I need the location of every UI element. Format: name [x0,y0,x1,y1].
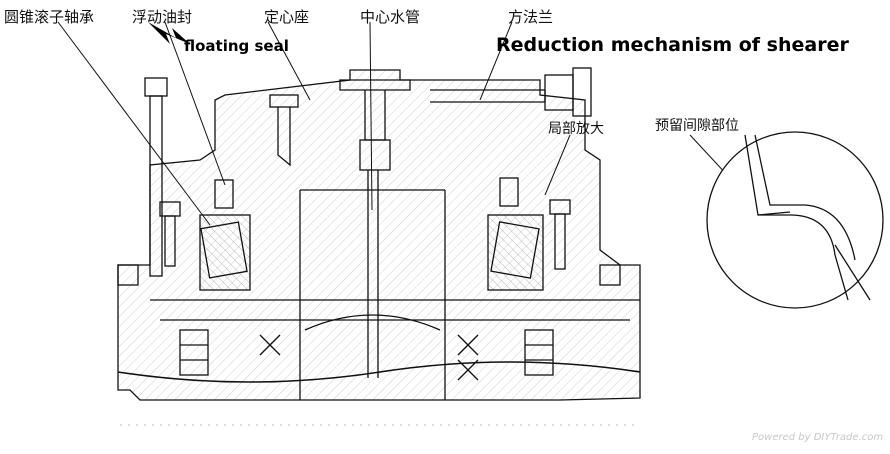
arrow-icon [148,22,190,44]
label-square-flange: 方法兰 [508,8,554,26]
label-floating-oil-seal: 浮动油封 [132,8,193,26]
housing-body [117,67,641,401]
label-reserved-gap: 预留间隙部位 [655,118,739,134]
diagram-title: Reduction mechanism of shearer [496,34,849,56]
label-floating-seal: floating seal [184,37,289,55]
watermark: Powered by DIYTrade.com [752,432,884,443]
label-local-enlargement: 局部放大 [548,121,604,137]
detail-circle [706,131,884,309]
label-centering-seat: 定心座 [264,8,310,26]
label-center-water-pipe: 中心水管 [360,8,421,26]
label-tapered-roller-bearing: 圆锥滚子轴承 [4,8,95,26]
